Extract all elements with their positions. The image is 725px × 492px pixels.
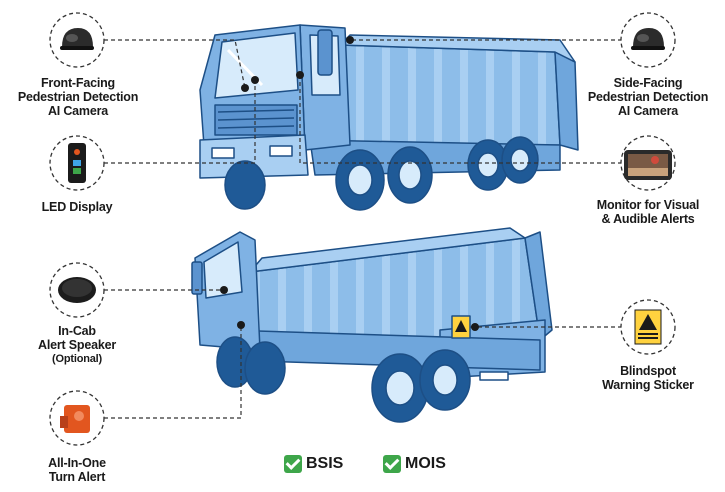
sticker-label-line-1: Blindspot	[620, 364, 676, 378]
bsis-label: BSIS	[306, 455, 344, 472]
mois-label: MOIS	[405, 455, 446, 472]
mois-badge: MOIS	[383, 455, 446, 473]
led-display-icon	[68, 143, 86, 183]
check-icon	[284, 455, 302, 473]
sticker-label: Blindspot Warning Sticker	[586, 364, 710, 392]
side-camera-label: Side-Facing Pedestrian Detection AI Came…	[578, 76, 718, 118]
front-camera-label-line-2: Pedestrian Detection	[17, 90, 139, 104]
front-camera-label: Front-Facing Pedestrian Detection AI Cam…	[12, 76, 144, 118]
monitor-icon	[624, 150, 672, 180]
sticker-label-line-2: Warning Sticker	[602, 378, 694, 392]
bottom-truck	[191, 227, 553, 423]
turn-alert-label: All-In-One Turn Alert	[22, 456, 132, 484]
monitor-label-line-2: & Audible Alerts	[601, 212, 695, 226]
speaker-label: In-Cab Alert Speaker (Optional)	[20, 324, 134, 366]
led-display-label-line-1: LED Display	[41, 200, 113, 214]
front-camera-label-line-1: Front-Facing	[41, 76, 115, 90]
camera-icon	[60, 28, 94, 50]
side-camera-label-line-1: Side-Facing	[613, 76, 683, 90]
monitor-label-line-1: Monitor for Visual	[596, 198, 700, 212]
top-truck	[199, 24, 579, 211]
turn-alert-label-line-2: Turn Alert	[48, 470, 106, 484]
speaker-label-line-2: Alert Speaker	[38, 338, 116, 352]
leader-lines	[104, 39, 622, 419]
monitor-label: Monitor for Visual & Audible Alerts	[580, 198, 716, 226]
connector-dots	[220, 36, 479, 331]
warning-sticker-icon	[634, 309, 662, 345]
speaker-label-note: (Optional)	[52, 353, 102, 365]
camera-icon	[631, 28, 665, 50]
side-camera-label-line-3: AI Camera	[617, 104, 679, 118]
check-icon	[383, 455, 401, 473]
bsis-badge: BSIS	[284, 455, 343, 473]
side-camera-label-line-2: Pedestrian Detection	[587, 90, 709, 104]
speaker-label-line-1: In-Cab	[58, 324, 96, 338]
front-camera-label-line-3: AI Camera	[47, 104, 109, 118]
speaker-icon	[58, 277, 96, 303]
led-display-label: LED Display	[27, 200, 127, 214]
turn-alert-label-line-1: All-In-One	[48, 456, 106, 470]
turn-alert-icon	[60, 405, 90, 433]
